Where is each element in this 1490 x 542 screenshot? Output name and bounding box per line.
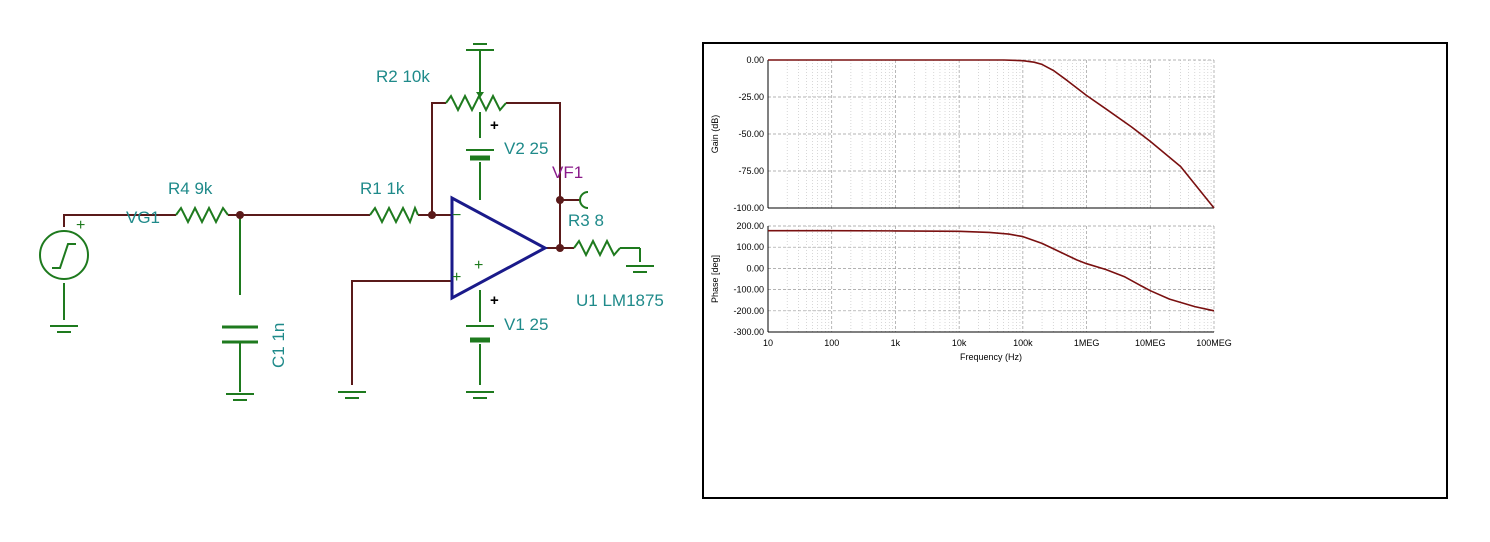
label-r1: R1 1k <box>360 179 405 198</box>
x-tick-label: 100 <box>824 338 839 348</box>
resistor-r1 <box>369 205 419 225</box>
capacitor-c1 <box>222 325 258 344</box>
gain-plot: 0.00 -25.00 -50.00 -75.00 -100.00 Gain (dB) <box>710 55 1215 213</box>
x-tick-label: 10MEG <box>1135 338 1166 348</box>
y-tick-label: -100.00 <box>733 285 764 295</box>
label-r4: R4 9k <box>168 179 213 198</box>
label-vf1: VF1 <box>552 163 583 182</box>
label-c1: C1 1n <box>269 323 288 368</box>
y-tick-label: 0.00 <box>746 55 764 65</box>
battery-v2: + <box>466 117 499 161</box>
label-r3: R3 8 <box>568 211 604 230</box>
phase-plot: 200.00 100.00 0.00 -100.00 -200.00 -300.00 Pha… <box>710 221 1232 362</box>
circuit-schematic: + + + − + + <box>39 43 664 401</box>
y-tick-label: 200.00 <box>736 221 764 231</box>
y-tick-label: 100.00 <box>736 242 764 252</box>
y-tick-label: -300.00 <box>733 327 764 337</box>
y-tick-label: -50.00 <box>738 129 764 139</box>
bode-plot-window: 0.00 -25.00 -50.00 -75.00 -100.00 Gain (dB) 2… <box>702 42 1448 499</box>
x-tick-label: 10 <box>763 338 773 348</box>
y-tick-label: -75.00 <box>738 166 764 176</box>
ground-symbols <box>50 43 654 401</box>
y-tick-label: -25.00 <box>738 92 764 102</box>
series-line <box>768 229 1215 312</box>
x-tick-label: 1MEG <box>1074 338 1100 348</box>
svg-text:+: + <box>490 292 499 309</box>
x-tick-label: 10k <box>952 338 967 348</box>
svg-text:+: + <box>76 217 85 234</box>
y-tick-label: -100.00 <box>733 203 764 213</box>
label-r2: R2 10k <box>376 67 430 86</box>
junction-dots <box>236 196 564 252</box>
svg-text:+: + <box>452 269 461 286</box>
x-tick-label: 100k <box>1013 338 1033 348</box>
voltage-probe-vf1 <box>579 191 589 209</box>
x-tick-label: 100MEG <box>1196 338 1232 348</box>
resistor-r3 <box>573 238 621 258</box>
green-wires <box>63 50 641 392</box>
svg-text:+: + <box>490 117 499 134</box>
series-line <box>768 59 1215 209</box>
y-axis-label: Phase [deg] <box>710 255 720 303</box>
potentiometer-r2 <box>445 88 507 113</box>
voltage-generator-vg1: + <box>39 217 89 280</box>
y-axis-label: Gain (dB) <box>710 115 720 154</box>
battery-v1: + <box>466 292 499 343</box>
bode-plots: 0.00 -25.00 -50.00 -75.00 -100.00 Gain (dB) 2… <box>710 55 1232 362</box>
label-vg1: VG1 <box>126 208 160 227</box>
x-axis-label: Frequency (Hz) <box>960 352 1022 362</box>
label-v2: V2 25 <box>504 139 548 158</box>
svg-text:−: − <box>452 207 461 224</box>
opamp-u1: − + + <box>450 195 549 301</box>
y-tick-label: -200.00 <box>733 306 764 316</box>
wires <box>63 102 580 385</box>
svg-text:+: + <box>474 257 483 274</box>
label-v1: V1 25 <box>504 315 548 334</box>
label-u1: U1 LM1875 <box>576 291 664 310</box>
resistor-r4 <box>175 205 229 225</box>
x-tick-label: 1k <box>891 338 901 348</box>
y-tick-label: 0.00 <box>746 263 764 273</box>
